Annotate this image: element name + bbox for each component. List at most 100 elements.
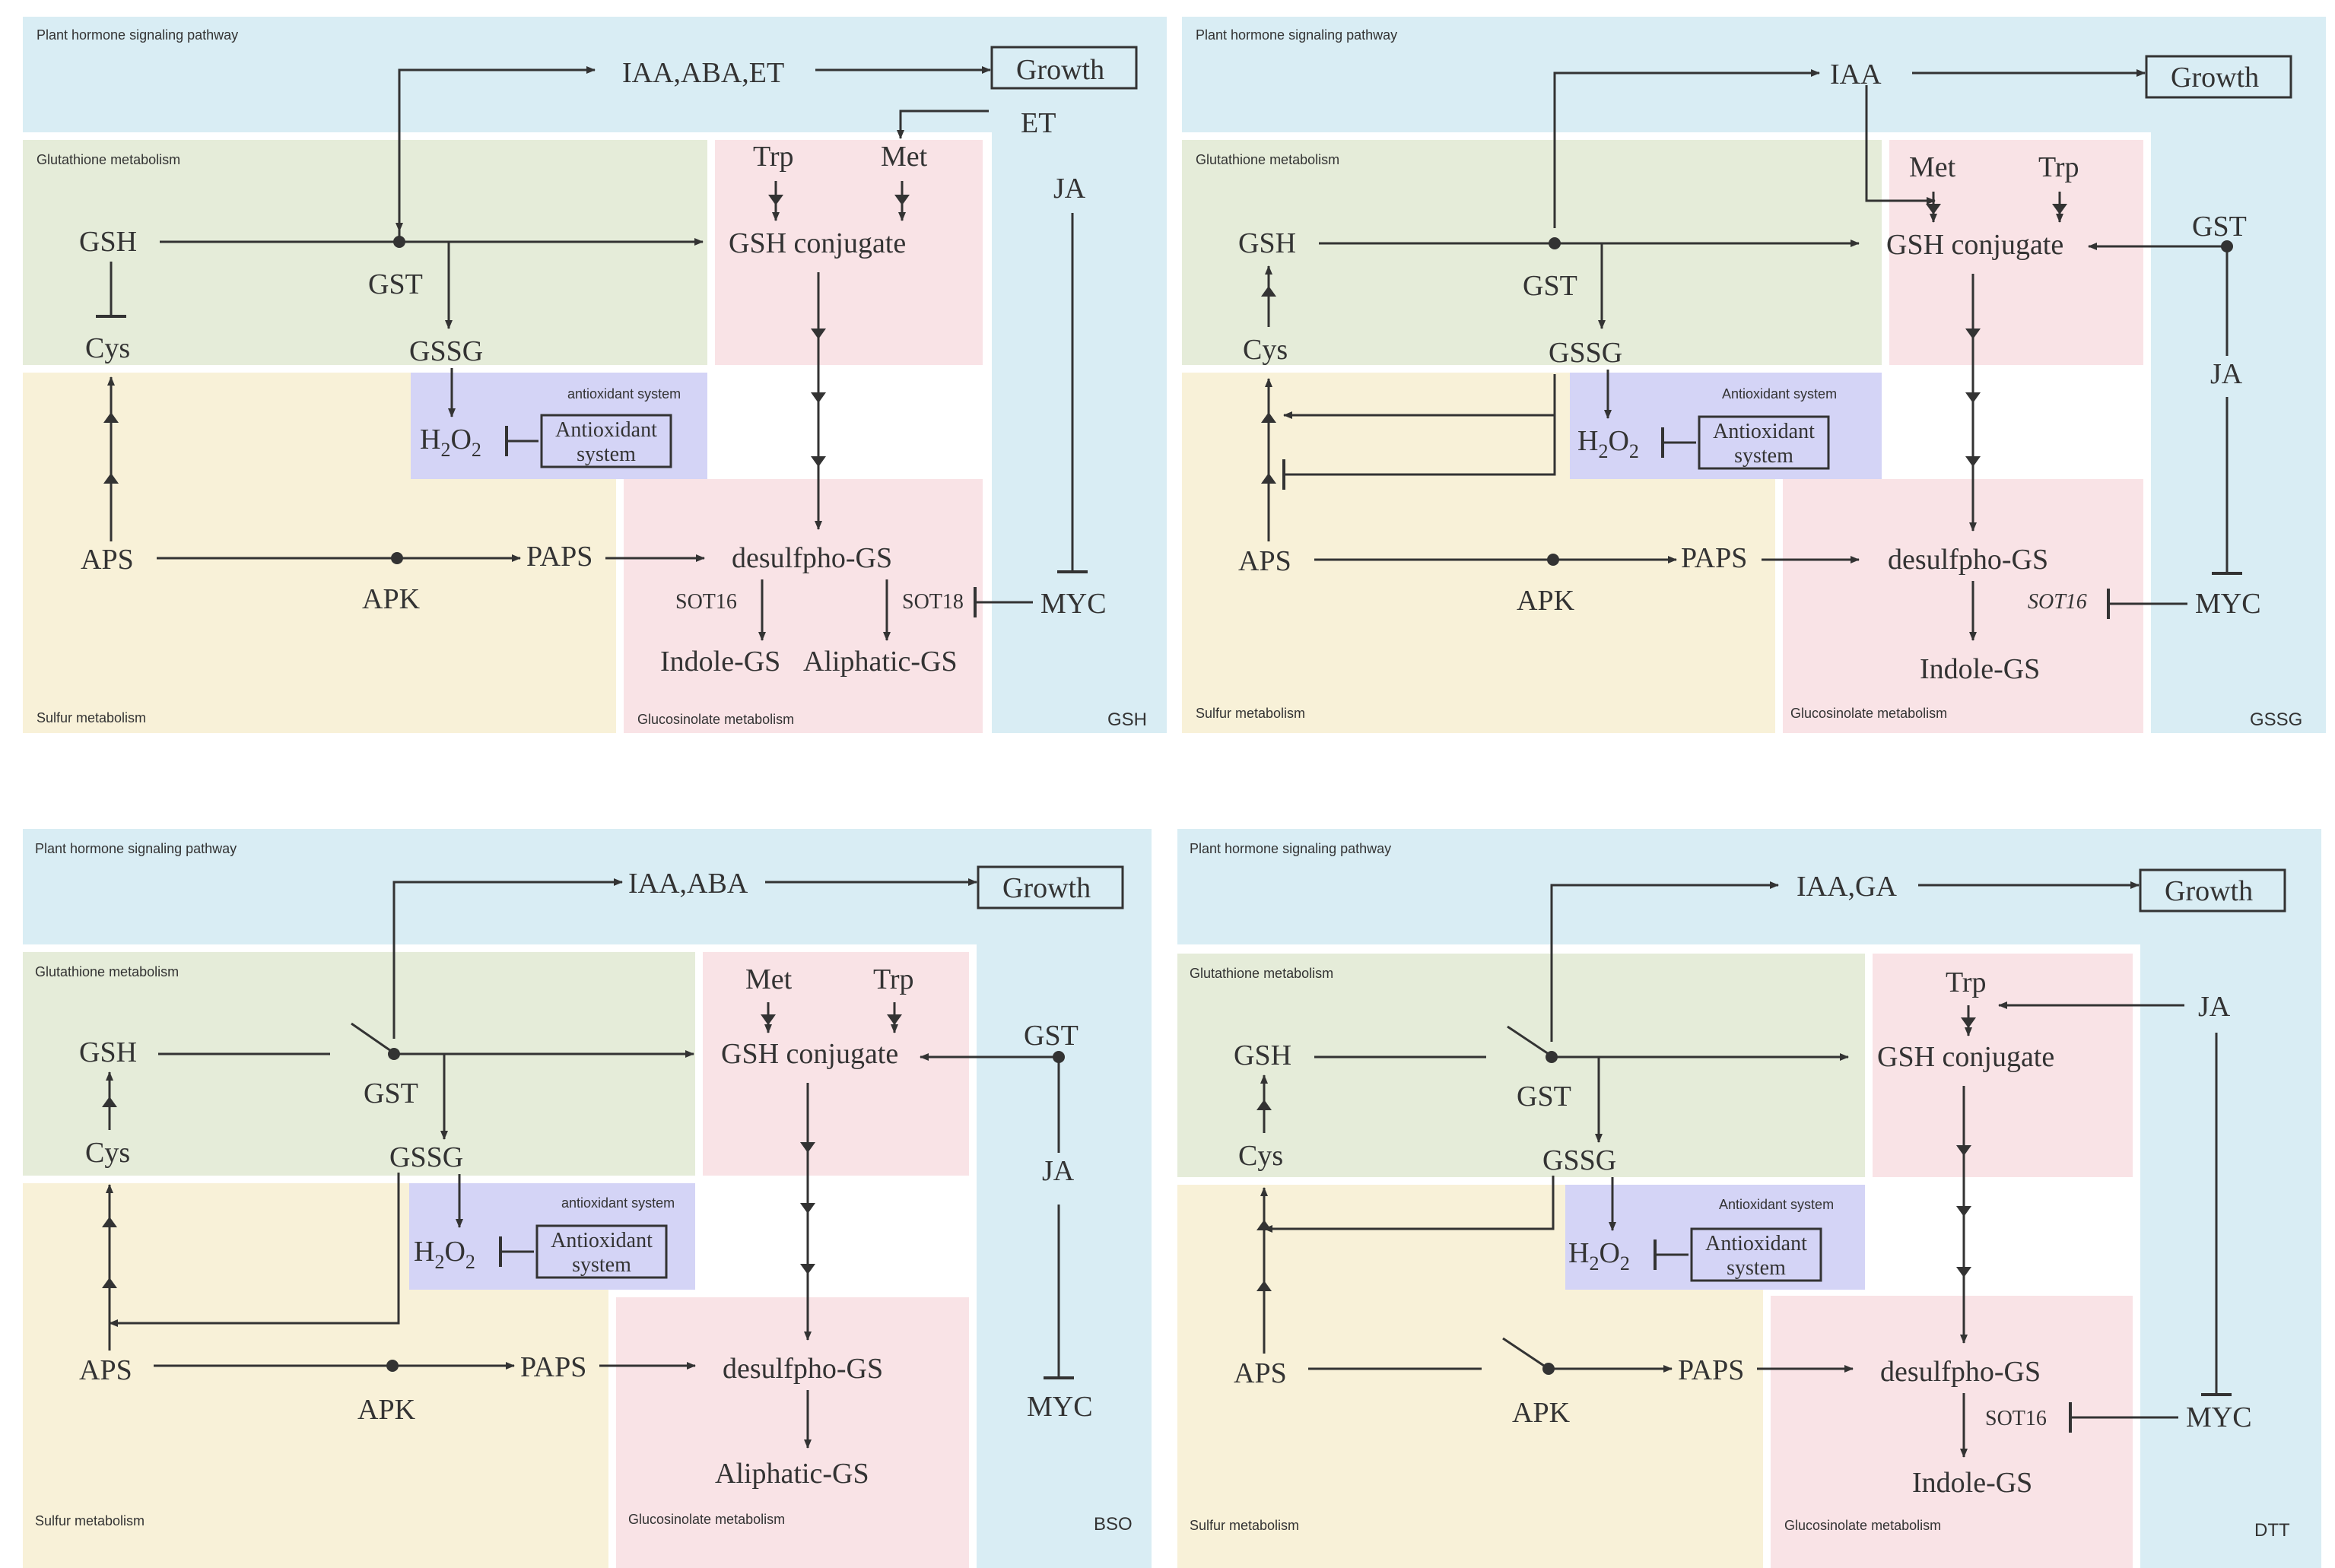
node-cys: Cys <box>85 1137 130 1169</box>
edges <box>96 66 1088 641</box>
node-h2o2: H2O2 <box>1577 425 1639 462</box>
node-indole: Indole-GS <box>1912 1467 2032 1499</box>
switch-aps-apk <box>1502 1337 1545 1367</box>
label-antioxidant: Antioxidant system <box>1722 386 1837 402</box>
region-glucosinolate <box>1889 140 2143 365</box>
region-hormone <box>1182 17 2326 132</box>
antioxidant-line2: system <box>577 443 636 466</box>
region-antioxidant <box>1565 1185 1865 1290</box>
growth-box <box>977 865 1124 909</box>
antioxidant-box <box>1690 1227 1822 1282</box>
junction-apk <box>391 552 403 564</box>
region-antioxidant <box>409 1183 695 1290</box>
region-glucosinolate-lower <box>616 1297 969 1568</box>
label-sulfur: Sulfur metabolism <box>1196 706 1305 721</box>
node-gst: GST <box>368 268 423 300</box>
panel-gsh: Plant hormone signaling pathway Glutathi… <box>23 17 1167 733</box>
junction-apk <box>386 1360 399 1372</box>
node-gssg: GSSG <box>409 335 483 367</box>
node-growth: Growth <box>2171 62 2259 94</box>
edge-gssg-sulfur <box>1263 1176 1555 1233</box>
corner-label: GSSG <box>2250 709 2302 730</box>
node-met: Met <box>881 141 928 173</box>
growth-box <box>2139 868 2286 913</box>
node-et: ET <box>1021 107 1056 139</box>
junction-apk <box>1542 1363 1555 1375</box>
antioxidant-line2: system <box>1734 444 1793 468</box>
node-gsh: GSH <box>1234 1040 1291 1071</box>
antioxidant-box <box>535 1224 668 1279</box>
node-gsh-conjugate: GSH conjugate <box>1877 1041 2054 1073</box>
node-paps: PAPS <box>526 541 592 573</box>
label-antioxidant: antioxidant system <box>561 1195 675 1211</box>
node-aps: APS <box>1238 545 1291 577</box>
node-sot16: SOT16 <box>2028 590 2087 614</box>
node-sot16: SOT16 <box>675 590 737 614</box>
junction-gst-right <box>2221 240 2233 252</box>
node-aliphatic: Aliphatic-GS <box>803 646 958 678</box>
edge-gst-hormones <box>392 878 623 1039</box>
region-glucosinolate <box>703 952 969 1176</box>
node-ja: JA <box>1053 173 1086 205</box>
antioxidant-line2: system <box>1727 1256 1786 1280</box>
node-hormones: IAA,ABA <box>628 868 748 900</box>
edge-iaa-conj <box>1865 85 1936 205</box>
node-gst: GST <box>1517 1081 1571 1113</box>
node-gsh: GSH <box>1238 227 1296 259</box>
node-apk: APK <box>357 1394 416 1426</box>
node-gssg: GSSG <box>389 1141 463 1173</box>
node-gst-right: GST <box>2192 211 2247 243</box>
edge-gst-iaa <box>1553 69 1820 228</box>
node-met: Met <box>1909 151 1956 183</box>
node-growth: Growth <box>2165 875 2253 907</box>
node-desulfpho: desulfpho-GS <box>1880 1356 2041 1388</box>
label-glucosinolate: Glucosinolate metabolism <box>637 712 794 727</box>
edge-et <box>897 110 989 139</box>
node-hormones: IAA,ABA,ET <box>622 57 784 89</box>
node-gsh-conjugate: GSH conjugate <box>1886 229 2063 261</box>
label-glucosinolate: Glucosinolate metabolism <box>1790 706 1947 721</box>
label-glutathione: Glutathione metabolism <box>35 964 179 979</box>
node-paps: PAPS <box>1678 1354 1744 1386</box>
chevrons <box>1261 204 2067 484</box>
antioxidant-line2: system <box>572 1253 631 1277</box>
label-sulfur: Sulfur metabolism <box>1190 1518 1299 1533</box>
region-glucosinolate-lower <box>1783 479 2143 733</box>
node-gst: GST <box>1523 270 1577 302</box>
panel-bso: Plant hormone signaling pathway Glutathi… <box>23 829 1152 1568</box>
node-cys: Cys <box>1243 334 1288 366</box>
junction-gst <box>393 236 405 248</box>
junction-gst <box>388 1048 400 1060</box>
antioxidant-box <box>540 414 672 468</box>
label-hormone: Plant hormone signaling pathway <box>1196 27 1397 43</box>
chevrons <box>102 1014 902 1288</box>
panel-dtt: Plant hormone signaling pathway Glutathi… <box>1177 829 2321 1568</box>
node-gst-right: GST <box>1024 1020 1079 1052</box>
node-trp: Trp <box>1946 967 1987 998</box>
node-met: Met <box>745 963 793 995</box>
node-gst: GST <box>364 1078 418 1109</box>
label-glucosinolate: Glucosinolate metabolism <box>628 1512 785 1527</box>
region-glucosinolate-lower <box>624 479 983 733</box>
label-hormone: Plant hormone signaling pathway <box>1190 841 1391 856</box>
panel-gssg: Plant hormone signaling pathway Glutathi… <box>1182 17 2326 733</box>
region-hormone-right <box>2140 944 2321 1568</box>
junction-gst-right <box>1053 1051 1065 1063</box>
node-growth: Growth <box>1002 872 1091 904</box>
region-glucosinolate <box>1873 954 2133 1177</box>
node-apk: APK <box>1517 585 1575 617</box>
node-desulfpho: desulfpho-GS <box>732 542 892 574</box>
label-hormone: Plant hormone signaling pathway <box>37 27 238 43</box>
switch-gsh-gst <box>1507 1025 1549 1055</box>
growth-box <box>990 46 1138 90</box>
label-sulfur: Sulfur metabolism <box>37 710 146 725</box>
growth-box <box>2145 55 2292 99</box>
node-trp: Trp <box>873 963 914 995</box>
node-indole: Indole-GS <box>1920 653 2040 685</box>
antioxidant-box <box>1698 415 1830 470</box>
node-gssg: GSSG <box>1549 337 1622 369</box>
label-glutathione: Glutathione metabolism <box>37 152 180 167</box>
node-paps: PAPS <box>1681 542 1747 574</box>
node-cys: Cys <box>1238 1140 1283 1172</box>
